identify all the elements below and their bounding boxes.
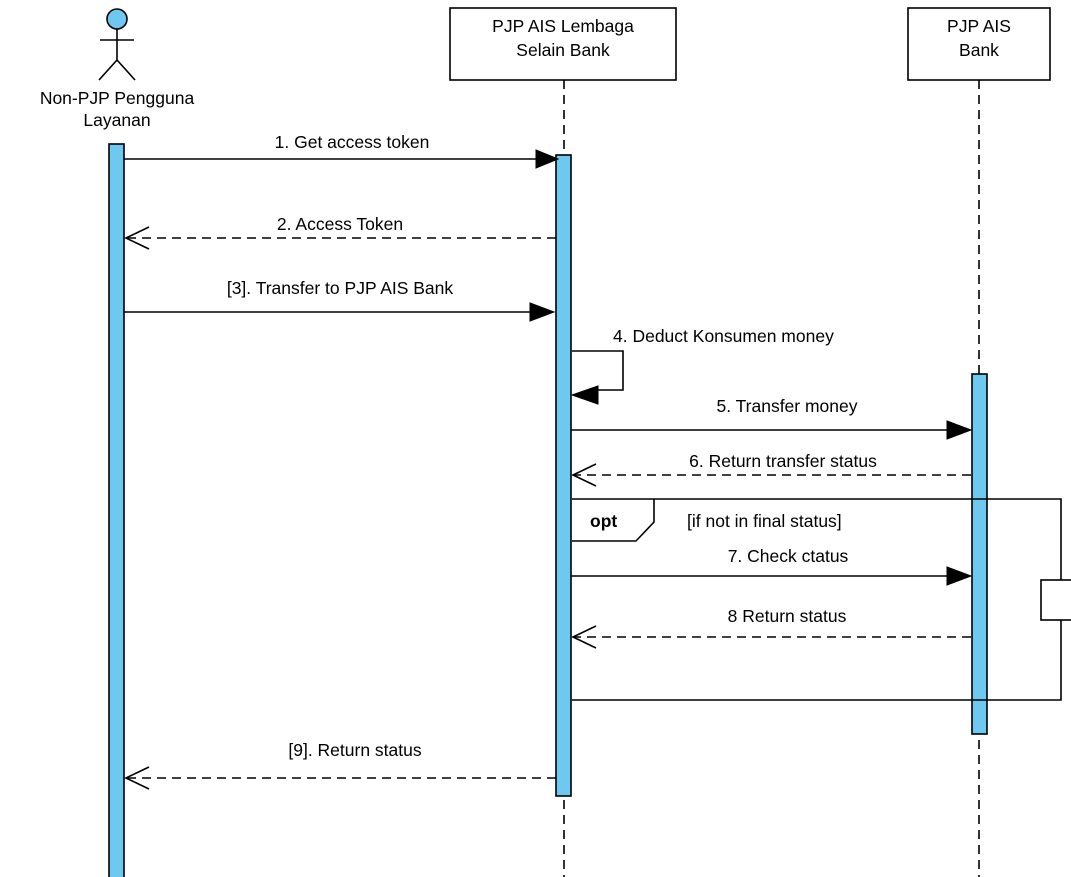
opt-fragment-operator-tab — [572, 499, 655, 542]
message-5: 5. Transfer money — [571, 396, 973, 440]
message-1: 1. Get access token — [124, 132, 560, 169]
message-4-label: 4. Deduct Konsumen money — [613, 326, 834, 346]
message-6: 6. Return transfer status — [571, 451, 971, 487]
actor-label-line-1: Non-PJP Pengguna — [40, 88, 195, 108]
message-8-arrowhead — [571, 625, 597, 649]
message-9-label: [9]. Return status — [288, 740, 422, 760]
participant-lembaga-selain-bank: PJP AIS Lembaga Selain Bank — [449, 7, 677, 81]
message-1-label: 1. Get access token — [275, 132, 430, 152]
message-7: 7. Check ctatus — [571, 546, 973, 586]
activation-bank — [971, 373, 988, 735]
message-4-arrowhead — [570, 385, 599, 405]
lembaga-label-line-2: Selain Bank — [516, 40, 610, 60]
message-3-arrowhead — [529, 302, 556, 322]
opt-fragment-guard: [if not in final status] — [687, 511, 842, 531]
actor-non-pjp-pengguna: Non-PJP Pengguna Layanan — [40, 8, 195, 130]
message-6-arrowhead — [571, 463, 597, 487]
message-7-label: 7. Check ctatus — [728, 546, 849, 566]
lembaga-label-line-1: PJP AIS Lembaga — [492, 16, 634, 36]
message-4: 4. Deduct Konsumen money — [570, 326, 834, 405]
message-5-arrowhead — [946, 420, 973, 440]
message-8-label: 8 Return status — [728, 606, 847, 626]
message-2-label: 2. Access Token — [277, 214, 403, 234]
participant-pjp-ais-bank: PJP AIS Bank — [907, 7, 1051, 81]
message-2-arrowhead — [124, 226, 150, 250]
message-3: [3]. Transfer to PJP AIS Bank — [124, 278, 556, 322]
message-6-label: 6. Return transfer status — [689, 451, 877, 471]
opt-fragment-operator: opt — [590, 511, 617, 531]
stick-figure-actor-icon — [98, 8, 136, 81]
participant-box-lembaga — [449, 7, 677, 81]
opt-fragment: opt [if not in final status] — [572, 498, 1071, 701]
message-9-arrowhead — [124, 766, 150, 790]
opt-fragment-edge-box — [1040, 579, 1071, 621]
message-2: 2. Access Token — [124, 214, 556, 250]
actor-label-line-2: Layanan — [83, 110, 150, 130]
bank-label-line-2: Bank — [959, 40, 999, 60]
message-8: 8 Return status — [571, 606, 971, 649]
activation-actor — [108, 143, 125, 877]
participant-box-bank — [907, 7, 1051, 81]
activation-lembaga — [555, 154, 572, 797]
message-3-label: [3]. Transfer to PJP AIS Bank — [227, 278, 454, 298]
message-7-arrowhead — [946, 566, 973, 586]
message-1-arrowhead — [535, 149, 560, 169]
message-9: [9]. Return status — [124, 740, 556, 790]
bank-label-line-1: PJP AIS — [947, 16, 1011, 36]
message-5-label: 5. Transfer money — [716, 396, 857, 416]
message-4-line — [572, 350, 624, 391]
